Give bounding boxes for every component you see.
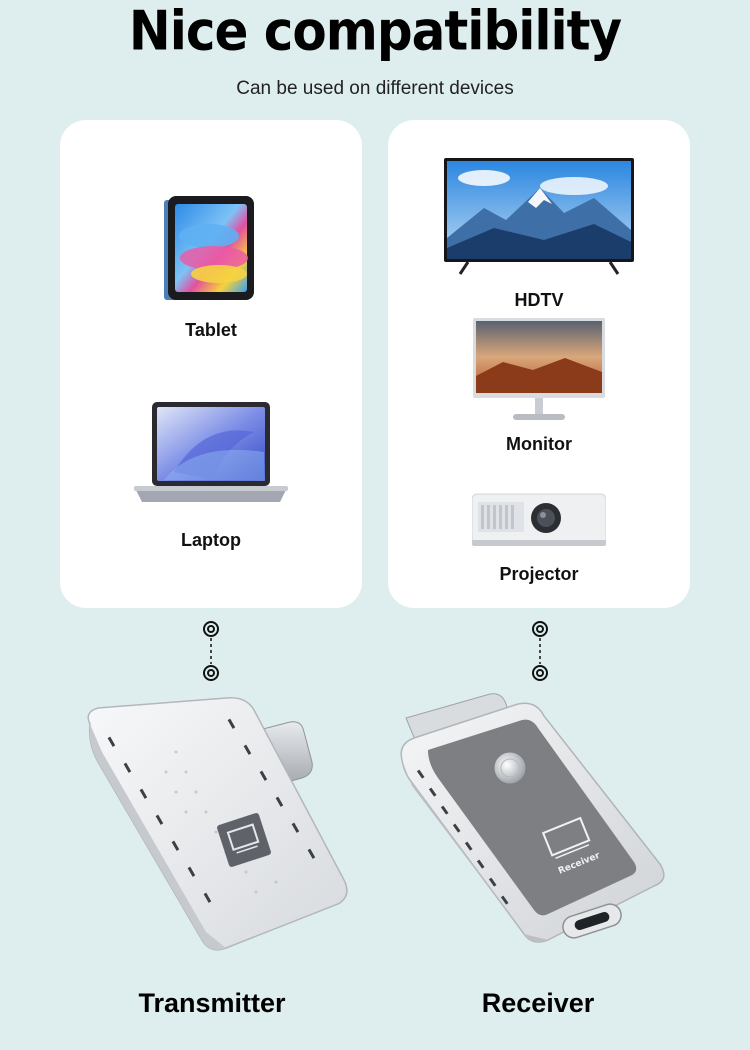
transmitter-dongle-icon (87, 697, 348, 951)
receiver-connector-icon (532, 621, 548, 681)
receiver-label: Receiver (481, 988, 595, 1018)
monitor-icon (473, 318, 605, 420)
laptop-icon (134, 402, 288, 502)
projector-label: Projector (499, 564, 579, 584)
hdtv-label: HDTV (514, 290, 564, 310)
projector-icon (472, 493, 606, 546)
tablet-icon (164, 196, 254, 300)
laptop-label: Laptop (181, 530, 241, 550)
transmitter-connector-icon (203, 621, 219, 681)
display-devices-card: HDTV Monitor Projector (388, 120, 690, 608)
transmitter-label: Transmitter (138, 988, 286, 1018)
page-subtitle: Can be used on different devices (236, 78, 514, 99)
page-title: Nice compatibility (128, 0, 622, 63)
monitor-label: Monitor (506, 434, 572, 454)
source-devices-card: Tablet Laptop (60, 120, 362, 608)
receiver-dongle-icon: Receiver (400, 693, 665, 943)
tablet-label: Tablet (185, 320, 237, 340)
tv-icon (444, 158, 634, 275)
